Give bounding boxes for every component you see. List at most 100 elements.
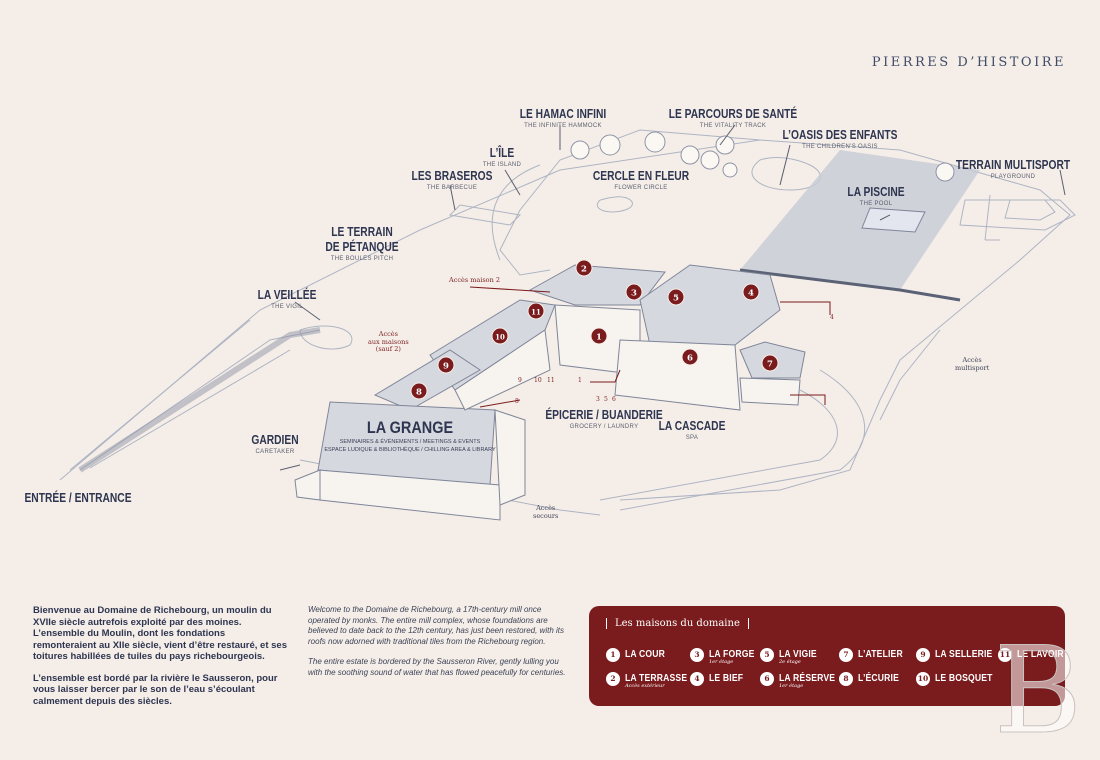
callout-number: 3 xyxy=(596,396,600,403)
text-label: FLOWER CIRCLE xyxy=(614,185,668,191)
text-label: THE ISLAND xyxy=(482,162,522,168)
text-label: LA PISCINE xyxy=(847,185,905,199)
text-label: ÉPICERIE / BUANDERIE xyxy=(545,408,663,422)
label-petanque-1: LE TERRAIN xyxy=(325,225,400,239)
text-label: Accès xyxy=(962,356,982,364)
text-label: THE INFINITE HAMMOCK xyxy=(524,123,602,129)
label-cascade: LA CASCADE SPA xyxy=(651,419,732,441)
map-marker-2: 2 xyxy=(581,265,587,275)
map-markers: 1 2 3 4 5 6 7 8 9 10 11 xyxy=(410,259,779,400)
text-label: LA TERRASSE xyxy=(625,672,688,684)
text-label: L’OASIS DES ENFANTS xyxy=(782,128,898,142)
text-label: secours xyxy=(533,511,559,520)
intro-french-p1: Bienvenue au Domaine de Richebourg, un m… xyxy=(33,605,287,662)
text-label: 1er étage xyxy=(709,659,734,665)
text-label: LE TERRAIN xyxy=(331,225,393,239)
map-marker-7: 7 xyxy=(767,360,773,370)
text-label: THE VITALITY TRACK xyxy=(699,123,767,129)
label-hamac: LE HAMAC INFINI THE INFINITE HAMMOCK xyxy=(510,107,616,129)
grange-line-2: ESPACE LUDIQUE & BIBLIOTHÈQUE / CHILLING… xyxy=(324,447,496,453)
callout-number: 4 xyxy=(830,314,834,321)
map-marker-11: 11 xyxy=(531,308,541,317)
label-multisport: TERRAIN MULTISPORT PLAYGROUND xyxy=(943,158,1082,180)
text-label: CARETAKER xyxy=(255,449,295,455)
text-label: ENTRÉE / ENTRANCE xyxy=(24,491,132,505)
text-label: LE LAVOIR xyxy=(1017,648,1064,660)
text-label: CERCLE EN FLEUR xyxy=(592,169,690,183)
legend-item-7: 7 L’ATELIER xyxy=(839,648,913,662)
text-label: 2e étage xyxy=(779,659,801,665)
b-logo-icon: B xyxy=(993,628,1082,742)
text-label: multisport xyxy=(955,363,990,372)
text-label: 11 xyxy=(998,648,1012,662)
callout-number: 10 xyxy=(534,377,542,384)
text-label: Accès xyxy=(536,504,556,512)
text-label: THE BOULES PITCH xyxy=(330,256,394,262)
map-marker-5: 5 xyxy=(673,294,679,304)
text-label: THE CHILDREN’S OASIS xyxy=(802,144,878,150)
text-label: 2 xyxy=(606,672,620,686)
label-epicerie: ÉPICERIE / BUANDERIE GROCERY / LAUNDRY xyxy=(532,408,675,430)
text-label: (sauf 2) xyxy=(375,345,401,353)
text-label: aux maisons xyxy=(368,337,409,346)
legend-item-11: 11 LE LAVOIR xyxy=(998,648,1074,662)
text-label: THE POOL xyxy=(859,201,893,207)
text-label: GARDIEN xyxy=(251,433,299,447)
text-label: TERRAIN MULTISPORT xyxy=(955,158,1071,172)
text-label: 3 xyxy=(690,648,704,662)
label-parcours: LE PARCOURS DE SANTÉ THE VITALITY TRACK xyxy=(655,107,812,129)
text-label: 8 xyxy=(839,672,853,686)
callout-number: 5 xyxy=(604,396,608,403)
text-label: LA VIGIE xyxy=(779,648,817,660)
text-label: THE VIGIL xyxy=(271,304,303,310)
label-ile: L’ÎLE THE ISLAND xyxy=(483,146,521,168)
note-acces-maison-2: Accès maison 2 xyxy=(449,276,500,284)
text-label: LA SELLERIE xyxy=(935,648,993,660)
note-acces-secours: Accès secours xyxy=(533,504,559,520)
text-label: 7 xyxy=(839,648,853,662)
map-marker-9: 9 xyxy=(443,362,449,372)
text-label: SPA xyxy=(685,435,699,441)
label-grange: LA GRANGE SEMINAIRES & ÉVÉNEMENTS / MEET… xyxy=(324,418,495,454)
text-label: 1 xyxy=(606,648,620,662)
text-label: L’ÎLE xyxy=(489,146,515,160)
intro-english-p2: The entire estate is bordered by the Sau… xyxy=(308,657,566,677)
intro-english: Welcome to the Domaine de Richebourg, a … xyxy=(308,605,566,688)
label-gardien: GARDIEN CARETAKER xyxy=(246,433,304,455)
text-label: LE BOSQUET xyxy=(935,672,993,684)
text-label: 4 xyxy=(690,672,704,686)
text-label: PLAYGROUND xyxy=(990,174,1036,180)
note-acces-multisport: Accès multisport xyxy=(955,356,990,372)
legend-title: Les maisons du domaine xyxy=(606,618,749,629)
text-label: L’ATELIER xyxy=(858,648,903,660)
text-label: Accès xyxy=(378,330,398,338)
callout-number: 8 xyxy=(515,398,519,405)
text-label: 1er étage xyxy=(779,683,804,689)
intro-french-p2: L’ensemble est bordé par la rivière le S… xyxy=(33,672,278,707)
text-label: LE PARCOURS DE SANTÉ xyxy=(668,107,798,121)
text-label: LA FORGE xyxy=(709,648,755,660)
text-label: L’ÉCURIE xyxy=(858,672,900,684)
map-marker-3: 3 xyxy=(631,289,637,299)
grange-line-1: SEMINAIRES & ÉVÉNEMENTS / MEETINGS & EVE… xyxy=(339,439,481,445)
label-cercle: CERCLE EN FLEUR FLOWER CIRCLE xyxy=(582,169,699,191)
map-marker-8: 8 xyxy=(416,388,422,398)
callout-number: 6 xyxy=(612,396,616,403)
text-label: LE HAMAC INFINI xyxy=(519,107,607,121)
text-label: GROCERY / LAUNDRY xyxy=(569,424,639,430)
text-label: LES BRASEROS xyxy=(411,169,493,183)
text-label: LA CASCADE xyxy=(658,419,726,433)
note-acces-maisons: Accès aux maisons (sauf 2) xyxy=(368,330,409,354)
callout-number: 9 xyxy=(518,377,522,384)
